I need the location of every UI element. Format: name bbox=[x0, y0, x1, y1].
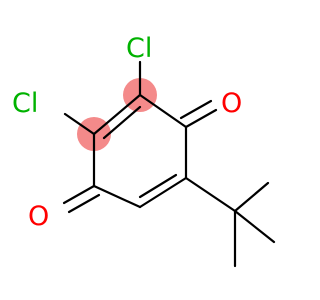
bond-c4-o bbox=[184, 108, 218, 129]
bond-c3-c4 bbox=[138, 93, 188, 129]
bond-cq-me1 bbox=[233, 181, 270, 213]
bond-c5-c6 bbox=[138, 176, 188, 209]
bond-c5-cq bbox=[184, 176, 237, 213]
atom-label-cl-top: Cl bbox=[126, 33, 152, 64]
bond-c2-cl bbox=[63, 112, 96, 136]
bond-c2-c3 bbox=[92, 93, 142, 136]
bond-c2-c3-inner bbox=[102, 105, 142, 140]
atom-label-o-left: O bbox=[28, 201, 49, 232]
bond-c1-o-second bbox=[67, 193, 101, 214]
molecule-diagram: Cl Cl O O bbox=[12, 33, 276, 268]
bond-c1-o bbox=[62, 184, 96, 205]
atom-label-o-right: O bbox=[221, 88, 242, 119]
bond-c5-c6-inner bbox=[138, 173, 178, 199]
atom-label-cl-left: Cl bbox=[12, 88, 38, 119]
bond-c4-o-second bbox=[179, 99, 213, 120]
bond-cq-me2 bbox=[233, 209, 276, 244]
bond-c6-c1 bbox=[92, 184, 142, 209]
